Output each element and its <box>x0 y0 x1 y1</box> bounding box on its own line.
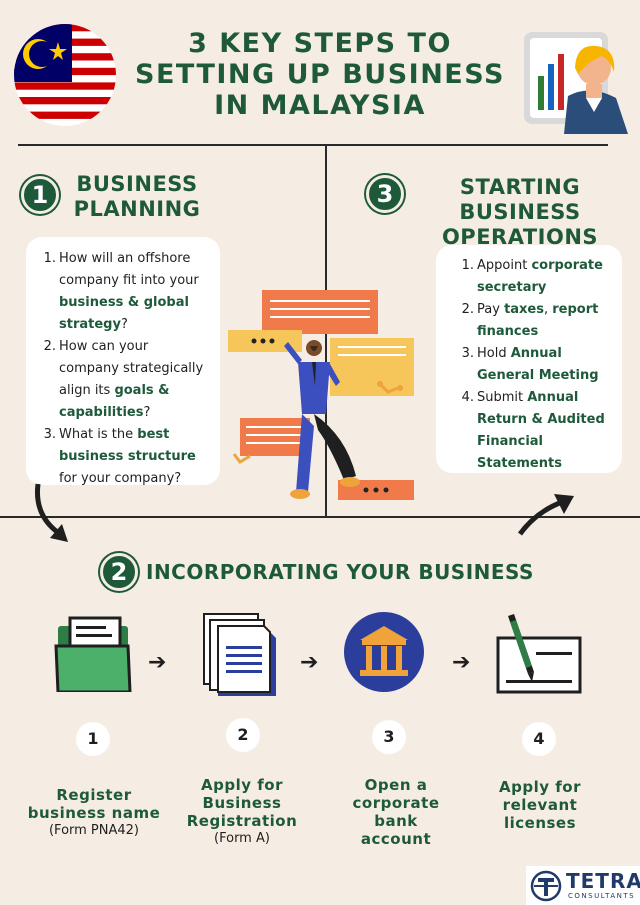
curved-arrow-up-icon <box>516 490 576 538</box>
step-4-text: Apply for relevant licenses <box>488 778 592 832</box>
step-2-form: (Form A) <box>214 831 270 846</box>
list-number: 3. <box>43 427 56 442</box>
highlight-text: goals & capabilities <box>59 383 170 420</box>
highlight-text: corporate secretary <box>477 258 603 295</box>
step-3-label: Open a corporate bank account <box>352 776 440 848</box>
step-2-label: Apply for Business Registration <box>186 776 298 830</box>
plain-text: Hold <box>477 346 511 361</box>
documents-icon <box>200 610 280 696</box>
list-text: Appoint corporate secretary <box>477 255 614 299</box>
list-text: Submit Annual Return & Audited Financial… <box>477 387 614 475</box>
arrow-right-icon: ➔ <box>148 650 167 675</box>
list-text: Pay taxes, report finances <box>477 299 614 343</box>
presenter-chart-icon <box>520 26 632 134</box>
list-text: Hold Annual General Meeting <box>477 343 614 387</box>
plain-text: ? <box>120 317 128 332</box>
plain-text: How will an offshore company fit into yo… <box>59 251 199 288</box>
arrow-right-icon: ➔ <box>300 650 319 675</box>
plain-text: , <box>544 302 553 317</box>
folder-icon <box>54 612 134 694</box>
section-1-number-badge: 1 <box>21 176 59 214</box>
list-text: What is the best business structure for … <box>59 424 210 490</box>
operations-step-item: 1.Appoint corporate secretary <box>458 255 614 299</box>
highlight-text: report finances <box>477 302 599 339</box>
list-number: 2. <box>461 302 474 317</box>
tetra-logo: TETRA CONSULTANTS <box>526 866 640 905</box>
plain-text: Pay <box>477 302 505 317</box>
list-text: How will an offshore company fit into yo… <box>59 248 210 336</box>
middle-divider <box>0 516 640 518</box>
curved-arrow-down-icon <box>30 480 74 546</box>
step-2-number: 2 <box>226 718 260 752</box>
step-1-form: (Form PNA42) <box>48 823 140 838</box>
section-1-title: BUSINESS PLANNING <box>73 172 201 221</box>
list-number: 1. <box>43 251 56 266</box>
operations-step-item: 4.Submit Annual Return & Audited Financi… <box>458 387 614 475</box>
highlight-text: best business structure <box>59 427 196 464</box>
header-divider <box>18 144 608 146</box>
highlight-text: Annual Return & Audited Financial Statem… <box>477 390 605 471</box>
title-line-1: 3 KEY STEPS TO <box>188 28 452 59</box>
highlight-text: taxes <box>504 302 544 317</box>
plain-text: How can your company strategically align… <box>59 339 204 398</box>
plain-text: ? <box>143 405 151 420</box>
section-3-number-badge: 3 <box>366 175 404 213</box>
bank-icon <box>344 612 424 692</box>
step-1-text: Register business name (Form PNA42) <box>26 786 162 840</box>
plain-text: What is the <box>59 427 138 442</box>
planning-question-item: 1.How will an offshore company fit into … <box>40 248 210 336</box>
list-number: 3. <box>461 346 474 361</box>
businessman-chat-illustration <box>226 286 420 504</box>
planning-question-item: 3.What is the best business structure fo… <box>40 424 210 490</box>
step-3-number: 3 <box>372 720 406 754</box>
tetra-logo-mark-icon <box>530 870 562 902</box>
list-text: How can your company strategically align… <box>59 336 210 424</box>
list-number: 4. <box>461 390 474 405</box>
step-2-text: Apply for Business Registration (Form A) <box>178 776 306 848</box>
step-1-number: 1 <box>76 722 110 756</box>
list-number: 1. <box>461 258 474 273</box>
malaysia-flag-icon <box>14 24 116 126</box>
business-planning-card: 1.How will an offshore company fit into … <box>26 237 220 486</box>
step-3-text: Open a corporate bank account <box>340 776 452 848</box>
plain-text: Submit <box>477 390 528 405</box>
plain-text: for your company? <box>59 471 182 486</box>
title-line-3: IN MALAYSIA <box>214 90 426 121</box>
business-planning-list: 1.How will an offshore company fit into … <box>40 248 210 490</box>
section-3-title: STARTING BUSINESS OPERATIONS <box>441 175 599 249</box>
section-2-number-badge: 2 <box>100 553 138 591</box>
operations-step-item: 3.Hold Annual General Meeting <box>458 343 614 387</box>
title-line-2: SETTING UP BUSINESS <box>135 59 505 90</box>
step-4-label: Apply for relevant licenses <box>499 778 581 832</box>
signature-icon <box>496 612 582 694</box>
highlight-text: Annual General Meeting <box>477 346 599 383</box>
section-2-title: INCORPORATING YOUR BUSINESS <box>146 560 534 584</box>
operations-step-item: 2.Pay taxes, report finances <box>458 299 614 343</box>
planning-question-item: 2.How can your company strategically ali… <box>40 336 210 424</box>
list-number: 2. <box>43 339 56 354</box>
step-1-label: Register business name <box>27 786 161 822</box>
logo-tagline: CONSULTANTS <box>568 892 636 900</box>
plain-text: Appoint <box>477 258 532 273</box>
step-4-number: 4 <box>522 722 556 756</box>
page-title: 3 KEY STEPS TO SETTING UP BUSINESS IN MA… <box>120 28 520 121</box>
highlight-text: business & global strategy <box>59 295 189 332</box>
logo-name: TETRA <box>566 869 640 893</box>
arrow-right-icon: ➔ <box>452 650 471 675</box>
